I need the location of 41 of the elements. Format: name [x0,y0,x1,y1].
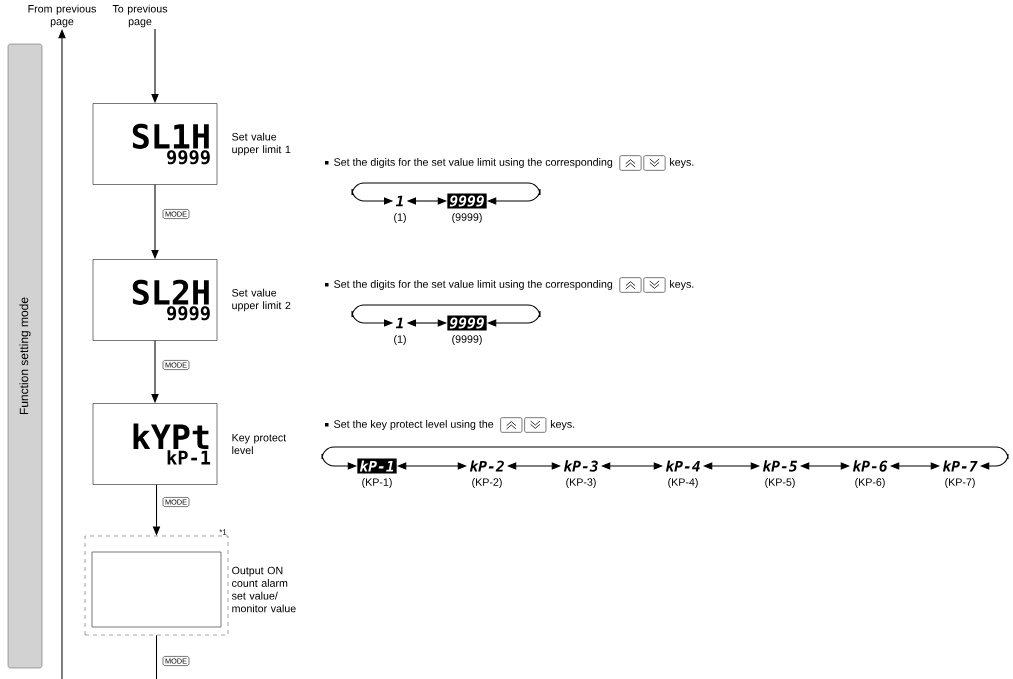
page-reference-text: From previous page [28,4,96,28]
value-caption: (9999) [452,335,482,345]
value-caption: (KP-2) [472,478,502,488]
segment-value: kP-5 [762,460,798,472]
instruction-text: keys. [550,420,575,430]
display-screen: SL1H 9999 [92,103,218,185]
segment-value: kP-6 [852,460,888,472]
arrow [351,182,541,205]
value-caption: (KP-3) [566,478,596,488]
value-caption: (9999) [452,213,482,223]
description-text: Output ON count alarm set value/ monitor value [231,566,296,613]
arrow [351,304,541,327]
segment-value: 1 [395,195,403,207]
mode-band: Function setting mode [7,43,43,669]
instruction-text: Set the digits for the set value limit using the corresponding [334,158,613,168]
description-text: Set value upper limit 2 [232,288,291,312]
instruction-text: keys. [670,158,694,168]
display-screen: kYPt kP-1 [92,403,218,485]
dashed-frame [84,535,229,636]
instruction-text: keys. [670,280,694,290]
segment-value: kP-4 [665,460,700,472]
value-caption: (KP-6) [855,478,885,488]
display-screen [91,551,222,628]
value-caption: (1) [394,213,406,223]
segment-value: kP-2 [469,460,504,472]
display-screen: SL2H 9999 [92,259,218,341]
instruction-text: Set the digits for the set value limit using the corresponding [334,280,613,290]
description-text: Set value upper limit 1 [232,132,291,156]
value-caption: (1) [394,335,406,345]
segment-value: kP-3 [563,460,598,472]
description-text: Key protect level [232,433,287,455]
value-caption: (KP-4) [668,478,698,488]
instruction-text: Set the key protect level using the [334,420,494,430]
footnote-mark: *1 [219,529,227,535]
value-caption: (KP-7) [945,478,975,488]
value-caption: (KP-1) [362,478,392,488]
segment-value: 1 [395,317,403,329]
segment-value: kP-7 [942,460,978,472]
page-reference-text: To previous page [112,4,168,28]
arrow [321,446,1009,470]
value-caption: (KP-5) [765,478,795,488]
